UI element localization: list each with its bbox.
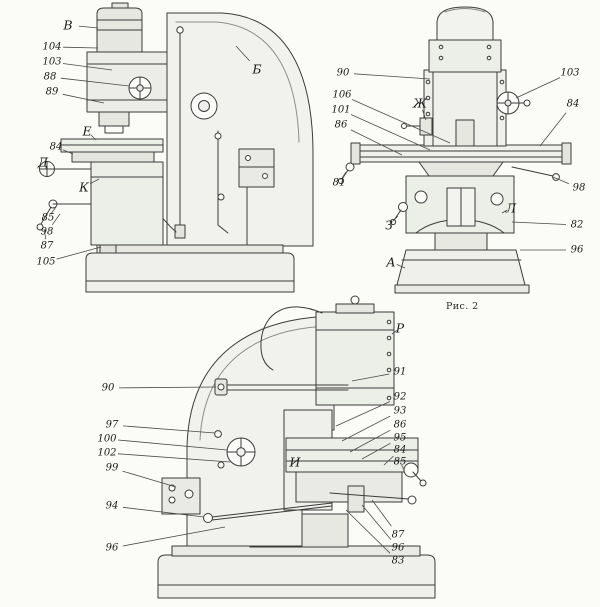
front-base bbox=[394, 232, 530, 294]
spindle-head bbox=[86, 2, 168, 134]
part-label-rear-side-view-8-85: 85 bbox=[393, 456, 407, 468]
part-label-rear-side-view-2-91: 91 bbox=[393, 366, 407, 378]
part-label-front-view-1-103: 103 bbox=[560, 67, 580, 79]
front-view-drawing bbox=[337, 6, 572, 294]
part-label-front-view-5-86: 86 bbox=[334, 119, 348, 131]
part-label-front-view-8-98: 98 bbox=[572, 182, 586, 194]
part-label-side-view-3-88: 88 bbox=[43, 71, 57, 83]
part-label-side-view-0-В: В bbox=[63, 17, 73, 33]
part-label-rear-side-view-6-95: 95 bbox=[393, 432, 407, 444]
electrical-panel bbox=[238, 148, 275, 246]
part-label-rear-side-view-0-Р: Р bbox=[395, 320, 405, 336]
part-label-rear-side-view-10-100: 100 bbox=[97, 433, 117, 445]
part-label-side-view-9-К: К bbox=[79, 179, 89, 195]
part-label-rear-side-view-12-И: И bbox=[289, 454, 301, 470]
part-label-side-view-12-87: 87 bbox=[40, 240, 54, 252]
front-column-and-head bbox=[401, 6, 531, 147]
levers bbox=[203, 492, 417, 523]
hose bbox=[260, 306, 323, 371]
part-label-rear-side-view-1-90: 90 bbox=[101, 382, 115, 394]
part-label-rear-side-view-17-96: 96 bbox=[391, 542, 405, 554]
part-label-front-view-0-90: 90 bbox=[336, 67, 350, 79]
part-label-front-view-3-Ж: Ж bbox=[412, 95, 428, 111]
column bbox=[166, 12, 314, 247]
part-label-front-view-6-84: 84 bbox=[566, 98, 580, 110]
part-label-rear-side-view-11-102: 102 bbox=[97, 447, 117, 459]
part-label-side-view-8-Д: Д bbox=[37, 154, 49, 170]
part-label-rear-side-view-15-96: 96 bbox=[105, 542, 119, 554]
part-label-side-view-7-84: 84 bbox=[49, 141, 63, 153]
front-knee bbox=[389, 175, 515, 234]
part-label-side-view-5-Б: Б bbox=[252, 61, 262, 77]
part-label-front-view-7-81: 81 bbox=[332, 177, 346, 189]
part-label-front-view-12-96: 96 bbox=[570, 244, 584, 256]
machine-base bbox=[85, 244, 295, 293]
handwheel-icon bbox=[496, 91, 531, 115]
part-label-front-view-2-106: 106 bbox=[332, 89, 352, 101]
part-label-front-view-9-Л: Л bbox=[505, 200, 517, 216]
vertical-rod bbox=[174, 26, 186, 239]
part-label-side-view-13-105: 105 bbox=[36, 256, 56, 268]
part-label-rear-side-view-3-92: 92 bbox=[393, 391, 407, 403]
side-view-drawing bbox=[36, 2, 314, 293]
part-label-front-view-11-82: 82 bbox=[570, 219, 584, 231]
drawbar-rod bbox=[214, 378, 349, 396]
part-label-side-view-6-Е: Е bbox=[82, 123, 92, 139]
feed-lever bbox=[214, 130, 229, 234]
rear-head bbox=[315, 295, 395, 406]
table-and-knee bbox=[36, 138, 164, 254]
part-label-side-view-2-103: 103 bbox=[42, 56, 62, 68]
rear-base bbox=[157, 513, 436, 599]
part-label-rear-side-view-14-94: 94 bbox=[105, 500, 119, 512]
part-label-front-view-10-З: З bbox=[385, 217, 393, 233]
part-label-rear-side-view-18-83: 83 bbox=[391, 555, 405, 567]
part-label-rear-side-view-7-84: 84 bbox=[393, 444, 407, 456]
part-label-front-view-4-101: 101 bbox=[331, 104, 351, 116]
part-label-front-view-13-А: А bbox=[386, 254, 396, 270]
part-label-rear-side-view-16-87: 87 bbox=[391, 529, 405, 541]
figure-caption: Рис. 2 bbox=[446, 301, 479, 312]
part-label-rear-side-view-9-97: 97 bbox=[105, 419, 119, 431]
inspection-port bbox=[190, 92, 218, 120]
part-label-side-view-11-98: 98 bbox=[40, 226, 54, 238]
part-label-rear-side-view-4-93: 93 bbox=[393, 405, 407, 417]
part-label-side-view-10-85: 85 bbox=[41, 212, 55, 224]
part-label-rear-side-view-5-86: 86 bbox=[393, 419, 407, 431]
part-label-side-view-1-104: 104 bbox=[42, 41, 62, 53]
part-label-side-view-4-89: 89 bbox=[45, 86, 59, 98]
part-label-rear-side-view-13-99: 99 bbox=[105, 462, 119, 474]
